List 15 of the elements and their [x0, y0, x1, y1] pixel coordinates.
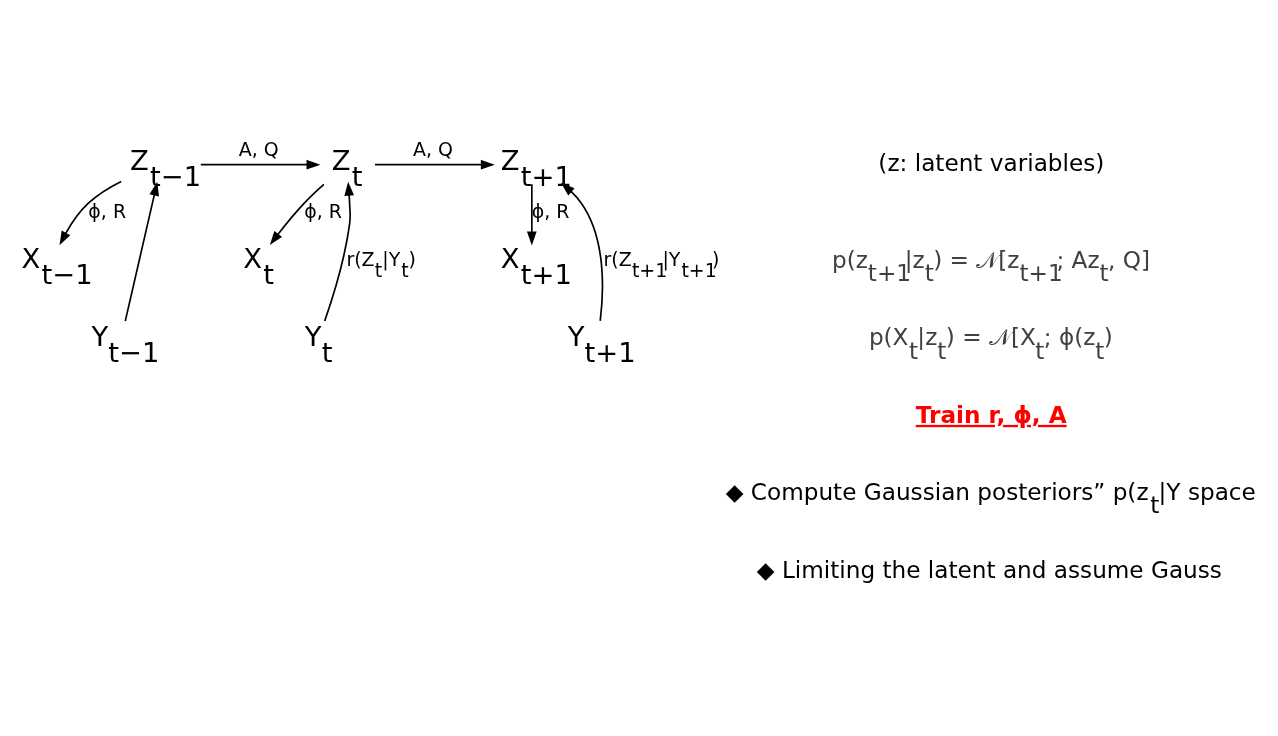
- arrow: [526, 183, 537, 246]
- label: Train r, ϕ, A: [915, 400, 1067, 428]
- arrow: [269, 183, 325, 246]
- arrow: [560, 182, 604, 322]
- arrow: [374, 159, 495, 170]
- label: (z: latent variables): [878, 148, 1105, 176]
- edge-label: ϕ, R: [88, 200, 127, 223]
- arrow: [199, 159, 321, 170]
- edge-label: A, Q: [238, 137, 279, 160]
- arrow: [124, 181, 159, 322]
- edge-label: A, Q: [413, 137, 453, 160]
- arrow: [59, 180, 123, 246]
- label: ◆ Limiting the latent and assume Gauss: [756, 555, 1222, 583]
- arrow: [323, 181, 355, 322]
- edge-label: ϕ, R: [304, 200, 343, 223]
